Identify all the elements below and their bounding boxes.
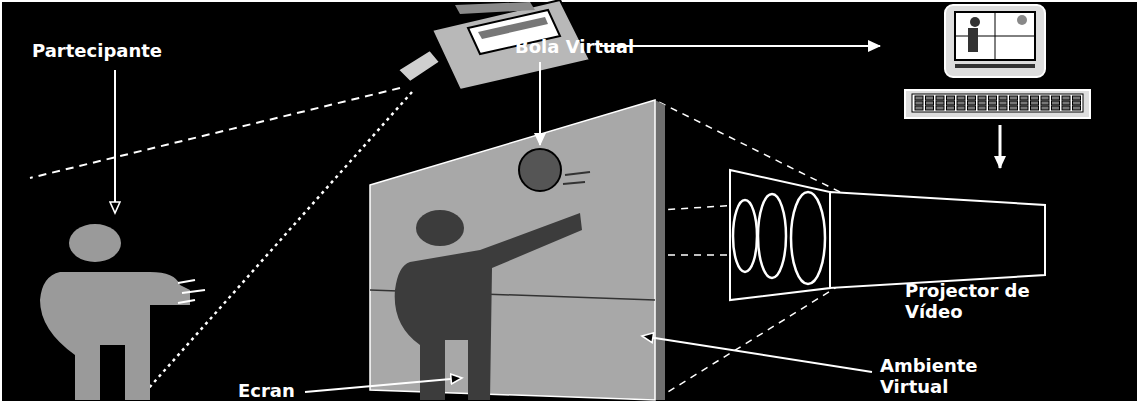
label-screen: Ecran [238,380,295,401]
keyboard-key [957,106,965,110]
signal-arrow [600,45,880,47]
keyboard-key [936,96,944,100]
keyboard-key [999,106,1007,110]
keyboard-key [968,106,976,110]
keyboard-key [926,101,934,105]
keyboard-key [1052,101,1060,105]
keyboard-key [1031,101,1039,105]
keyboard-key [926,96,934,100]
keyboard-key [978,101,986,105]
keyboard-key [989,101,997,105]
keyboard-key [915,101,923,105]
keyboard-key [915,106,923,110]
pointer-arrow [305,378,462,392]
keyboard-key [1073,96,1081,100]
participant-figure [40,224,190,400]
label-virtual-environment: Ambiente Virtual [880,355,1010,397]
keyboard-key [999,101,1007,105]
keyboard-key [936,106,944,110]
keyboard-key [1052,96,1060,100]
keyboard-key [1031,106,1039,110]
keyboard-key [968,101,976,105]
keyboard-key [989,96,997,100]
keyboard-key [1020,101,1028,105]
keyboard-key [1041,101,1049,105]
keyboard-key [957,96,965,100]
pointer-arrow [539,62,541,145]
keyboard-key [936,101,944,105]
keyboard-key [947,106,955,110]
keyboard-key [999,96,1007,100]
pointer-arrow [114,70,116,213]
keyboard-key [926,106,934,110]
keyboard-key [989,106,997,110]
keyboard-key [1041,96,1049,100]
label-projector: Projector de Vídeo [905,280,1045,322]
motion-lines [563,172,590,184]
keyboard-key [1062,101,1070,105]
keyboard-key [1062,96,1070,100]
label-virtual-ball: Bola Virtual [515,36,634,57]
motion-lines [178,280,205,303]
keyboard-key [1052,106,1060,110]
keyboard-key [1073,101,1081,105]
pointer-arrow [642,336,872,372]
keyboard-key [968,96,976,100]
virtual-ball [519,149,561,191]
computer [905,5,1090,118]
camera-view-line [30,88,400,178]
keyboard-key [1020,106,1028,110]
projection-screen [370,100,665,400]
keyboard-key [1041,106,1049,110]
keyboard-key [1020,96,1028,100]
signal-arrow [999,125,1002,168]
label-participant: Partecipante [32,40,162,61]
keyboard-key [1073,106,1081,110]
keyboard-key [978,106,986,110]
keyboard-key [1010,106,1018,110]
projection-lines [655,100,840,400]
keyboard-key [978,96,986,100]
keyboard-key [1031,96,1039,100]
projected-figure [395,210,582,400]
keyboard-key [957,101,965,105]
keyboard-key [947,96,955,100]
keyboard-key [1010,101,1018,105]
keyboard-keys [915,96,1081,110]
keyboard-key [1010,96,1018,100]
keyboard-key [1062,106,1070,110]
keyboard-key [947,101,955,105]
keyboard-key [915,96,923,100]
